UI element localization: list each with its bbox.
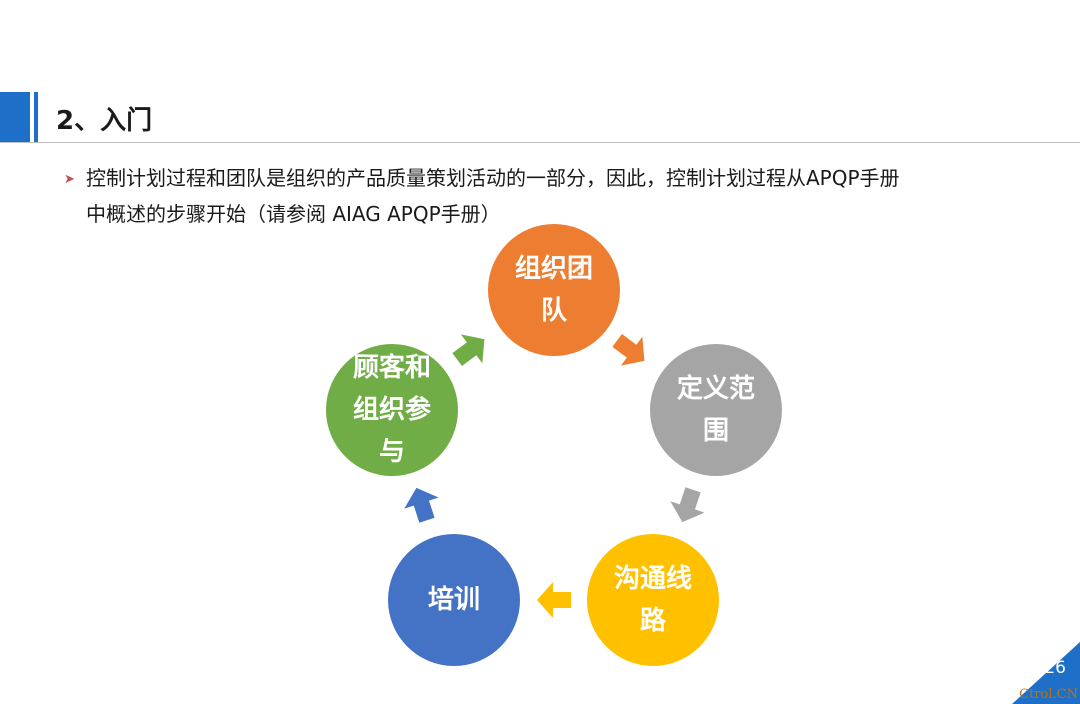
page-number: 26 — [1044, 658, 1066, 678]
cycle-arrows — [404, 334, 705, 618]
bullet-line-1: 控制计划过程和团队是组织的产品质量策划活动的一部分，因此，控制计划过程从APQP… — [86, 166, 900, 190]
cycle-arrow-3-icon — [537, 582, 571, 618]
cycle-arrow-2-icon — [670, 487, 705, 523]
cycle-node-communication-label-2: 路 — [640, 605, 667, 636]
cycle-arrow-1-icon — [612, 334, 645, 366]
watermark: Ctrol.CN — [1019, 687, 1078, 702]
cycle-node-communication — [587, 534, 719, 666]
bullet-line-2: 中概述的步骤开始（请参阅 AIAG APQP手册） — [86, 202, 501, 226]
cycle-arrow-5-icon — [452, 334, 485, 366]
title-accent-bar — [0, 92, 30, 142]
bullet-triangle-icon: ➤ — [64, 172, 75, 187]
cycle-node-team-label-2: 队 — [541, 296, 568, 326]
cycle-node-customer — [326, 344, 458, 476]
cycle-node-training-label-1: 培训 — [428, 585, 480, 615]
cycle-node-communication-label-1: 沟通线 — [614, 564, 692, 594]
header-divider — [0, 142, 1080, 143]
cycle-node-customer-label-2: 组织参 — [353, 394, 431, 425]
cycle-node-training — [388, 534, 520, 666]
cycle-arrow-4-icon — [404, 487, 439, 523]
corner-page-triangle — [1012, 642, 1080, 704]
cycle-node-customer-label-1: 顾客和 — [353, 352, 431, 383]
cycle-node-scope — [650, 344, 782, 476]
cycle-node-scope-label-2: 围 — [703, 416, 729, 446]
cycle-node-customer-label-3: 与 — [379, 437, 405, 467]
title-accent-line — [34, 92, 38, 142]
slide-title: 2、入门 — [56, 106, 153, 136]
cycle-node-team — [488, 224, 620, 356]
cycle-node-scope-label-1: 定义范 — [677, 373, 755, 404]
bullet-paragraph: 控制计划过程和团队是组织的产品质量策划活动的一部分，因此，控制计划过程从APQP… — [86, 160, 1046, 232]
cycle-node-team-label-1: 组织团 — [515, 253, 593, 284]
